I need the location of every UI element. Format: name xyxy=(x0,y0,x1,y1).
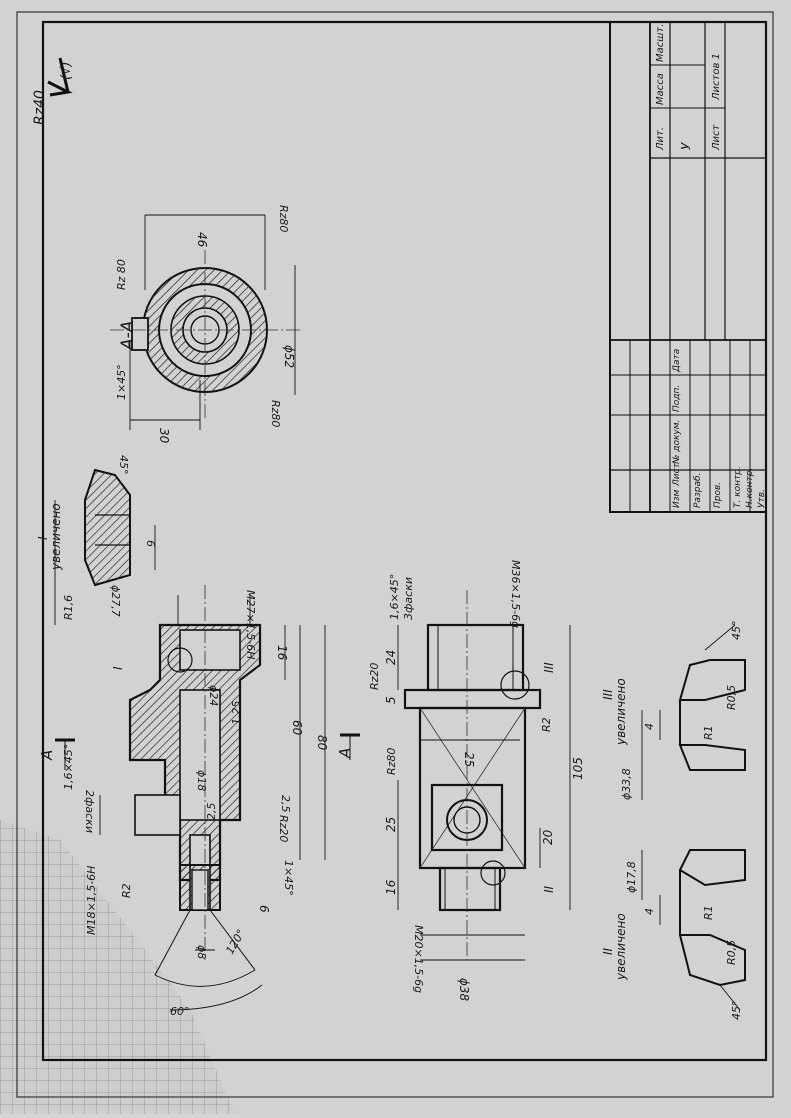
lower-thread-top: M36×1,5-6g xyxy=(509,560,522,628)
lower-d38: ϕ38 xyxy=(457,978,471,1002)
section-aa-chamfer: 1×45° xyxy=(115,364,128,400)
general-roughness: Rz40 (√) xyxy=(32,57,74,125)
lower-rz80: Rz80 xyxy=(385,748,398,775)
lower-d25-side: 25 xyxy=(384,817,398,832)
upper-section-letter: A xyxy=(38,750,56,761)
upper-bore-18: ϕ18 xyxy=(195,770,208,791)
roughness-check-icon xyxy=(47,57,73,97)
inner-frame xyxy=(41,20,768,1062)
section-aa-offset: 30 xyxy=(157,428,171,444)
tb-role-ncontrol: Н.контр. xyxy=(745,468,755,508)
tb-role-approve: Утв. xyxy=(757,489,767,508)
upper-cone-60: 60° xyxy=(170,1005,190,1018)
upper-detail-ref: I xyxy=(111,666,125,670)
detail-iii-angle: 45° xyxy=(730,621,743,641)
tb-header-lit: Лит. xyxy=(655,127,666,151)
detail-iii-numeral: III xyxy=(601,689,615,700)
detail-ii-length: 4 xyxy=(643,908,656,915)
tb-rev-sign: Подп. xyxy=(672,385,682,412)
detail-iii-radius-b: R0,5 xyxy=(725,685,738,710)
detail-ii-diameter: ϕ17,8 xyxy=(625,861,638,893)
detail-ii-numeral: II xyxy=(601,947,615,955)
lower-d5: 5 xyxy=(384,696,398,704)
tb-role-tcontrol: Т. контр. xyxy=(733,466,743,508)
upper-d60: 60 xyxy=(290,720,304,736)
lower-radius: R2 xyxy=(540,717,553,732)
detail-i-angle: 45° xyxy=(117,455,130,475)
lower-rz20: Rz20 xyxy=(368,663,381,690)
detail-i-numeral: I xyxy=(36,536,50,540)
lower-view xyxy=(340,590,571,961)
lower-d20: 20 xyxy=(541,829,555,845)
roughness-general-paren: (√) xyxy=(59,62,74,80)
detail-i-view xyxy=(54,468,156,625)
outer-frame xyxy=(16,11,774,1098)
lower-thread-bottom: M20×1,5-6g xyxy=(412,925,425,993)
section-aa-rz-bottom: Rz80 xyxy=(269,400,282,427)
detail-ii-radius-b: R0,5 xyxy=(725,940,738,965)
detail-ii-view xyxy=(641,849,746,1011)
upper-thread-top: M27×1,5-6H xyxy=(244,590,257,659)
tb-rev-doc: № докум. xyxy=(672,420,682,465)
detail-iii-length: 4 xyxy=(643,723,656,730)
tb-sheet-label: Лист xyxy=(711,123,722,151)
lower-d16: 16 xyxy=(384,879,398,895)
section-aa-title: A-A xyxy=(118,321,138,351)
detail-iii-radius-a: R1 xyxy=(702,725,715,740)
detail-iii-diameter: ϕ33,8 xyxy=(620,768,633,800)
upper-bore-8: ϕ8 xyxy=(195,945,208,959)
graph-paper-corner xyxy=(0,820,235,1114)
detail-i-length: 6 xyxy=(144,540,157,547)
section-aa-rz-right: Rz80 xyxy=(277,205,290,232)
tb-rev-change: Изм xyxy=(672,489,682,508)
section-aa-diameter: ϕ52 xyxy=(282,345,296,368)
upper-radius: R2 xyxy=(120,883,133,898)
upper-chamfer-note-1: 1,6×45° xyxy=(62,744,75,790)
lower-section-letter: A xyxy=(336,748,354,759)
upper-d16: 16 xyxy=(275,645,289,661)
upper-view xyxy=(55,585,326,1011)
upper-chamfer-note-2: 2фаски xyxy=(83,790,96,833)
lower-d105: 105 xyxy=(571,757,585,780)
detail-i-radius: R1,6 xyxy=(62,595,75,620)
title-block xyxy=(609,21,767,513)
upper-rz20: Rz20 xyxy=(277,815,290,842)
lower-chamfer-note-2: 3фаски xyxy=(402,577,415,620)
upper-d6: 6 xyxy=(257,905,271,913)
upper-d25a: 2,5 xyxy=(205,803,218,821)
lower-d25-center: 25 xyxy=(462,752,476,767)
detail-ii-angle: 45° xyxy=(730,1001,743,1021)
tb-rev-date: Дата xyxy=(672,349,682,373)
section-aa-width: 46 xyxy=(195,232,209,248)
tb-role-check: Пров. xyxy=(713,482,723,508)
lower-ref-ii: II xyxy=(542,885,556,893)
upper-d125: 1,25 xyxy=(230,701,243,726)
roughness-general-symbol: Rz40 xyxy=(32,90,48,125)
detail-i-diameter: ϕ27,7 xyxy=(109,585,122,617)
upper-d80: 80 xyxy=(315,735,329,751)
detail-iii-caption: увеличено xyxy=(614,678,628,746)
tb-role-dev: Разраб. xyxy=(693,473,703,508)
section-aa xyxy=(110,214,300,430)
upper-thread-side: M18×1,5-6H xyxy=(85,866,98,935)
tb-header-scale: Масшт. xyxy=(655,24,666,62)
tb-letter-value: У xyxy=(679,142,693,150)
tb-rev-sheet: Лист xyxy=(672,462,682,487)
lower-ref-iii: III xyxy=(542,662,556,673)
detail-ii-radius-a: R1 xyxy=(702,905,715,920)
section-aa-rz-top: Rz 80 xyxy=(115,259,128,290)
detail-ii-caption: увеличено xyxy=(614,913,628,981)
tb-header-mass: Масса xyxy=(655,73,666,105)
tb-sheets-label: Листов 1 xyxy=(711,53,722,101)
lower-d24: 24 xyxy=(384,650,398,665)
upper-bore-24: ϕ24 xyxy=(207,685,220,706)
upper-d25b: 2,5 xyxy=(279,795,292,813)
detail-iii-view xyxy=(641,624,746,800)
upper-chamfer: 1×45° xyxy=(282,860,295,896)
lower-chamfer-note-1: 1,6×45° xyxy=(388,574,401,620)
detail-i-caption: увеличено xyxy=(49,503,63,571)
